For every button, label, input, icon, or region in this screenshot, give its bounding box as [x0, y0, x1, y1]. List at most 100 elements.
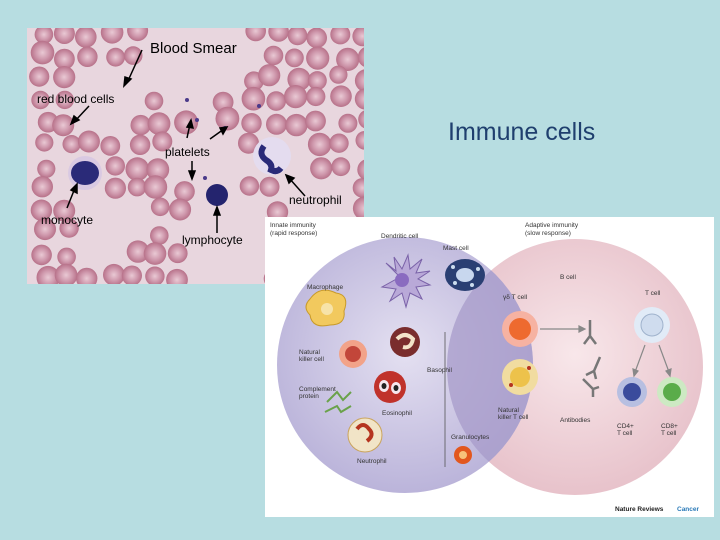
red-blood-cell: [258, 64, 281, 87]
label-cd8-2: T cell: [661, 430, 677, 437]
red-blood-cell: [106, 47, 125, 67]
red-blood-cell: [336, 47, 360, 71]
red-blood-cell: [127, 28, 149, 42]
red-blood-cell: [306, 28, 327, 49]
label-rbc: red blood cells: [37, 92, 114, 106]
red-blood-cell: [338, 113, 358, 133]
label-complement-1: Complement: [299, 386, 336, 393]
red-blood-cell: [143, 242, 167, 265]
red-blood-cell: [37, 159, 56, 178]
label-cd4-1: CD4+: [617, 423, 634, 430]
red-blood-cell: [29, 66, 50, 87]
red-blood-cell: [266, 113, 287, 135]
adaptive-heading: Adaptive immunity: [525, 222, 579, 229]
red-blood-cell: [34, 218, 56, 241]
red-blood-cell: [245, 28, 266, 42]
red-blood-cell: [354, 88, 364, 110]
complement-icon: [324, 390, 352, 414]
label-eosinophil: Eosinophil: [382, 410, 413, 417]
red-blood-cell: [287, 28, 308, 46]
label-neutrophil: neutrophil: [289, 193, 342, 207]
red-blood-cell: [174, 110, 199, 135]
overlap-region: [447, 239, 533, 493]
red-blood-cell: [143, 175, 168, 199]
eosinophil-icon: [374, 371, 406, 403]
red-blood-cell: [357, 159, 364, 180]
red-blood-cell: [36, 265, 60, 284]
red-blood-cell: [35, 133, 54, 152]
dendritic-cell-icon: [380, 253, 432, 309]
red-blood-cell: [31, 176, 53, 198]
red-blood-cell: [352, 28, 364, 47]
red-blood-cell: [126, 240, 150, 263]
red-blood-cell: [130, 114, 151, 136]
label-cd8-1: CD8+: [661, 423, 678, 430]
immunity-diagram: Innate immunity (rapid response) Adaptiv…: [265, 217, 714, 517]
red-blood-cell: [352, 196, 364, 221]
label-b-cell: B cell: [560, 274, 576, 281]
red-blood-cell: [125, 157, 150, 181]
lymphocyte-cell: [206, 184, 228, 206]
red-blood-cell: [306, 46, 330, 70]
red-blood-cell: [358, 110, 364, 129]
red-blood-cell: [355, 130, 364, 150]
label-platelets: platelets: [165, 145, 210, 159]
innate-heading: Innate immunity: [270, 222, 317, 229]
red-blood-cell: [53, 199, 76, 222]
label-t-cell: T cell: [645, 290, 661, 297]
basophil-icon: [390, 327, 420, 357]
red-blood-cell: [357, 47, 364, 67]
red-blood-cell: [34, 28, 54, 44]
red-blood-cell: [285, 48, 304, 68]
red-blood-cell: [287, 67, 311, 91]
red-blood-cell: [167, 243, 188, 264]
label-basophil: Basophil: [427, 367, 452, 374]
smear-title: Blood Smear: [150, 40, 237, 57]
innate-sub: (rapid response): [270, 230, 317, 237]
immunity-svg: Innate immunity (rapid response) Adaptiv…: [270, 222, 703, 513]
red-blood-cell: [31, 90, 50, 110]
red-blood-cell: [54, 263, 78, 284]
red-blood-cell: [266, 91, 286, 111]
red-blood-cell: [30, 40, 55, 65]
red-blood-cell: [305, 110, 326, 132]
red-blood-cell: [310, 157, 333, 180]
red-blood-cell: [263, 45, 284, 66]
monocyte-nucleus: [71, 161, 99, 185]
red-blood-cell: [105, 156, 126, 176]
red-blood-cell: [76, 267, 98, 284]
label-granulocytes: Granulocytes: [451, 434, 490, 441]
adaptive-sub: (slow response): [525, 230, 571, 237]
label-lymphocyte: lymphocyte: [182, 233, 243, 247]
red-blood-cell: [241, 113, 262, 134]
label-mast: Mast cell: [443, 245, 469, 252]
red-blood-cell: [152, 131, 173, 152]
red-blood-cell: [54, 48, 75, 70]
label-complement-2: protein: [299, 393, 319, 400]
b-cell-icon: [502, 311, 538, 347]
red-blood-cell: [238, 132, 259, 154]
neutrophil-nucleus: [258, 144, 284, 175]
granulocyte-icon: [454, 446, 472, 464]
red-blood-cell: [174, 181, 195, 202]
red-blood-cell: [268, 28, 289, 42]
red-blood-cell: [75, 28, 97, 48]
red-blood-cell: [306, 86, 326, 107]
red-blood-cell: [127, 177, 147, 197]
red-blood-cell: [104, 177, 126, 199]
red-blood-cell: [239, 176, 260, 196]
red-blood-cell: [55, 90, 74, 110]
label-monocyte: monocyte: [41, 213, 93, 227]
label-macrophage: Macrophage: [307, 284, 344, 291]
footer-journal: Cancer: [677, 506, 700, 513]
red-blood-cell: [57, 247, 76, 267]
red-blood-cell: [146, 158, 170, 182]
label-nkt-2: killer T cell: [498, 414, 529, 421]
red-blood-cell: [307, 132, 332, 157]
red-blood-cell: [150, 197, 170, 217]
red-blood-cell: [330, 28, 351, 45]
red-blood-cell: [77, 130, 100, 153]
mast-cell-icon: [445, 259, 485, 291]
slide-title: Immune cells: [448, 118, 596, 146]
